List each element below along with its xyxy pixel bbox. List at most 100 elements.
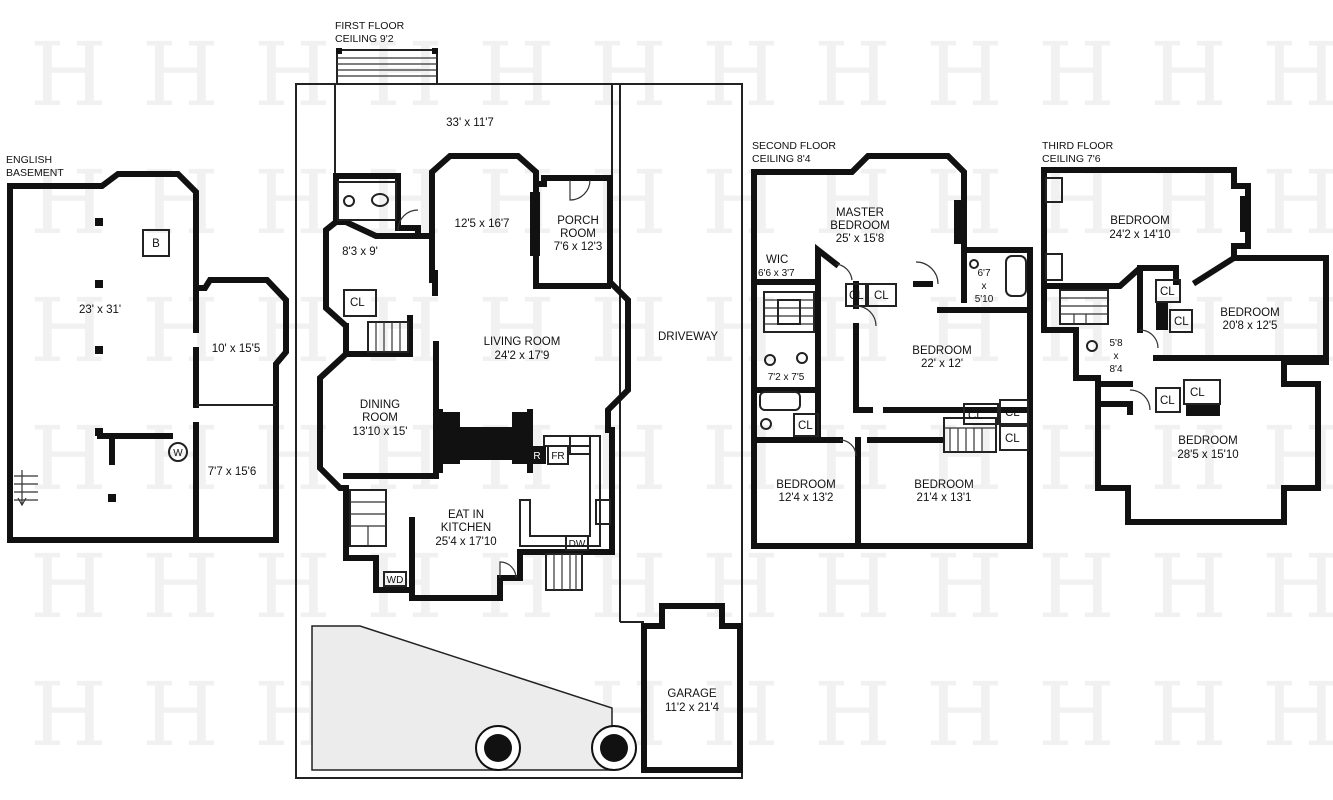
center-bedroom-dim: 22' x 12' (921, 358, 963, 370)
watermark-glyph: H (1262, 407, 1333, 510)
watermark-glyph: H (30, 535, 107, 638)
east-bedroom-dim: 20'8 x 12'5 (1223, 320, 1278, 332)
wall (1191, 253, 1239, 287)
kitchen-dim: 25'4 x 17'10 (435, 536, 496, 548)
refrigerator (528, 446, 546, 464)
watermark-glyph: H (814, 407, 891, 510)
plan-line (1045, 177, 1063, 203)
column (432, 270, 438, 296)
third-floor-title-line2: CEILING 7'6 (1042, 153, 1101, 165)
wall (1095, 381, 1133, 415)
master-bedroom-name2: BEDROOM (830, 220, 889, 232)
wall (333, 219, 415, 239)
watermark-glyph: H (702, 151, 779, 254)
door-swing (835, 263, 853, 281)
wall (751, 243, 841, 285)
watermark-glyph: H (254, 279, 331, 382)
plan-line (963, 403, 999, 425)
washer-dryer-label: WD (387, 575, 404, 586)
first-floor-closet-label: CL (350, 297, 365, 309)
deck-outline (334, 84, 613, 180)
dining-room-dim: 13'10 x 15' (353, 426, 408, 438)
plan-line (545, 553, 583, 591)
basement-stairs (14, 470, 38, 507)
shrub-icon (600, 734, 628, 762)
closet-label: CL (874, 290, 889, 302)
sink-icon (969, 259, 979, 269)
kitchen-name: EAT IN (448, 509, 484, 521)
rear-stairs (349, 489, 387, 547)
washer-dryer (383, 571, 407, 587)
boiler-label: B (152, 238, 160, 250)
refrigerator-label: R (533, 451, 540, 462)
watermark-glyph: H (1262, 663, 1333, 766)
watermark-glyph: H (702, 23, 779, 126)
second-floor-closets: CL CL CL CL CL CL (793, 283, 1029, 451)
garage-name: GARAGE (667, 688, 717, 700)
plan-line (999, 399, 1029, 425)
plan-line (1045, 253, 1063, 281)
second-floor-rear-stairs (943, 417, 997, 453)
kitchen-stairs (545, 553, 583, 591)
closet-label: CL (968, 410, 983, 422)
watermark-glyph: H (590, 407, 667, 510)
plan-line (1155, 387, 1181, 413)
watermark-glyph: H (142, 279, 219, 382)
plan-line (432, 48, 438, 54)
third-floor-stairs (1059, 289, 1109, 325)
plan-line (943, 417, 997, 453)
fireplace (1156, 302, 1168, 330)
watermark-glyph: H (814, 23, 891, 126)
south-bedroom-name: BEDROOM (1178, 435, 1237, 447)
watermark-glyph: H (366, 23, 443, 126)
plan-line (777, 299, 801, 325)
first-floor-plan: FIRST FLOOR CEILING 9'2 33' x 11'7 (295, 20, 743, 779)
basement-outline (7, 171, 289, 543)
watermark-glyph: H (1038, 23, 1115, 126)
closet-label: CL (1005, 433, 1020, 445)
watermark-glyph: H (1150, 279, 1227, 382)
plan-line (763, 291, 815, 333)
column (95, 218, 103, 226)
porch-room-name2: ROOM (560, 228, 596, 240)
freezer (547, 445, 569, 465)
third-floor-title-line1: THIRD FLOOR (1042, 140, 1114, 152)
first-floor-exterior-wall (317, 153, 631, 601)
garage-dim: 11'2 x 21'4 (665, 702, 720, 714)
cooktop (595, 499, 611, 525)
door-swing (855, 305, 877, 327)
water-heater (168, 442, 188, 462)
column (95, 280, 103, 288)
closet-label: CL (1174, 316, 1189, 328)
watermark-glyph: H (1150, 535, 1227, 638)
first-floor-title-line2: CEILING 9'2 (335, 33, 394, 45)
watermark-glyph: H (926, 663, 1003, 766)
hall-bath-dim: 7'2 x 7'5 (768, 372, 805, 383)
watermark-glyph: H (814, 279, 891, 382)
deck-dim: 33' x 11'7 (446, 117, 494, 129)
sw-bedroom-dim: 12'4 x 13'2 (779, 492, 834, 504)
basement-room-b-dim: 7'7 x 15'6 (208, 466, 257, 478)
bathtub (759, 391, 801, 411)
living-room-dim: 24'2 x 17'9 (495, 350, 550, 362)
wall (913, 281, 1033, 313)
plan-line (17, 497, 27, 507)
watermark-glyph: H (366, 407, 443, 510)
third-bath-dim-a: 5'8 (1109, 338, 1122, 349)
watermark-glyph: H (30, 279, 107, 382)
column (95, 346, 103, 354)
shrub-icon (484, 734, 512, 762)
wall (343, 315, 413, 357)
front-room-dim: 12'5 x 16'7 (455, 218, 510, 230)
watermark-glyph: H (1150, 663, 1227, 766)
north-bedroom-dim: 24'2 x 14'10 (1109, 229, 1170, 241)
plan-line (793, 413, 819, 437)
watermark-glyph: H (142, 535, 219, 638)
watermark-glyph: H (142, 23, 219, 126)
sink-icon (343, 195, 355, 207)
closet (343, 289, 377, 317)
center-bedroom-name: BEDROOM (912, 345, 971, 357)
toilet-icon (371, 193, 389, 207)
master-bedroom-name: MASTER (836, 207, 884, 219)
